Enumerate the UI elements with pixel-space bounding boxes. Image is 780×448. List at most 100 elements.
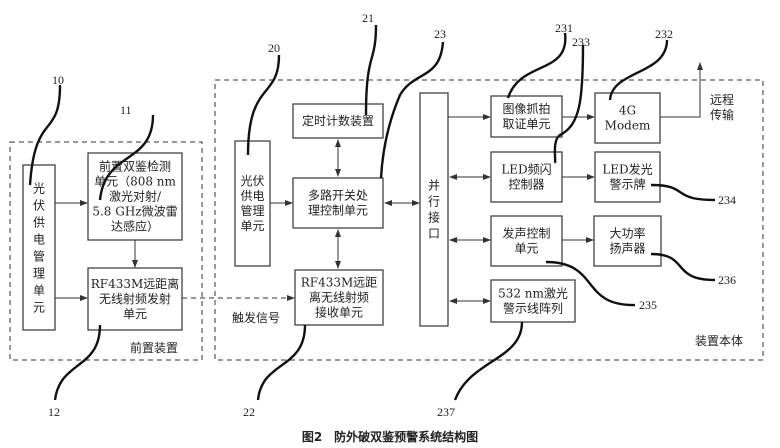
- block-text: 并: [428, 179, 440, 193]
- block-text: 离无线射频: [309, 289, 369, 304]
- reference-number: 234: [718, 193, 736, 207]
- block-text: 取证单元: [502, 117, 550, 131]
- block-text: LED频闪: [501, 162, 551, 176]
- block-frame: [292, 177, 384, 229]
- block-text: 供电: [240, 189, 264, 203]
- block-text: 光伏: [240, 174, 264, 188]
- block-text: RF433M远距离: [91, 276, 180, 291]
- device-body-frame: [214, 79, 764, 361]
- remote-transmission-label-2: 传输: [710, 107, 734, 122]
- reference-number: 235: [639, 298, 657, 312]
- reference-number: 237: [437, 405, 455, 419]
- front-device-label: 前置装置: [130, 340, 178, 355]
- block-text: 定时计数装置: [302, 113, 374, 128]
- reference-number: 22: [243, 405, 255, 419]
- block-text: 4G: [619, 103, 636, 117]
- connectors: [55, 62, 703, 304]
- block-text: 伏: [33, 198, 45, 212]
- block-text: 管: [33, 248, 45, 263]
- block-text: 单元: [240, 219, 264, 233]
- reference-number: 23: [434, 27, 446, 41]
- device-body-label: 装置本体: [695, 334, 743, 348]
- block-text: 多路开关处: [308, 187, 368, 202]
- block-frame: [490, 95, 563, 138]
- block-text: 无线射频发射: [99, 291, 171, 306]
- reference-number: 12: [48, 405, 60, 419]
- block-text: 前置双鉴检测: [99, 158, 171, 173]
- trigger-signal-label: 触发信号: [232, 310, 280, 325]
- reference-number: 20: [268, 41, 280, 55]
- block-text: 扬声器: [609, 240, 645, 255]
- reference-number: 10: [52, 73, 64, 87]
- block-text: 理控制单元: [308, 203, 368, 217]
- reference-number: 233: [572, 35, 590, 49]
- block-text: 532 nm激光: [498, 286, 568, 300]
- block-frame: [22, 164, 56, 331]
- block-text: 电: [33, 232, 45, 246]
- reference-number: 232: [655, 27, 673, 41]
- block-frame: [594, 151, 661, 203]
- reference-leaders: [28, 24, 716, 401]
- block-text: 发声控制: [502, 225, 550, 240]
- remote-transmission-label-1: 远程: [710, 92, 734, 107]
- block-frame: [294, 269, 384, 326]
- block-frame: [87, 152, 183, 241]
- reference-number: 231: [555, 21, 573, 35]
- block-text: 接: [428, 210, 440, 225]
- block-text: 管理: [240, 203, 264, 218]
- block-frame: [87, 267, 183, 331]
- block-text: 单元（808 nm: [94, 174, 176, 188]
- block-text: 图像抓拍: [502, 101, 550, 116]
- block-frame: [490, 215, 563, 267]
- block-text: RF433M远距: [301, 275, 378, 289]
- reference-number: 21: [362, 11, 374, 25]
- block-frame: [234, 140, 271, 267]
- block-text: Modem: [605, 118, 651, 132]
- block-text: 理: [33, 266, 45, 280]
- block-frame: [490, 151, 563, 203]
- block-frame: [594, 92, 661, 144]
- block-timer: 定时计数装置: [292, 103, 384, 139]
- block-text: 接收单元: [315, 304, 363, 319]
- block-frame: [593, 215, 662, 267]
- block-text: 激光对射/: [109, 188, 162, 203]
- block-frame: [490, 279, 576, 323]
- reference-number: 236: [718, 273, 736, 287]
- block-text: 5.8 GHz微波雷: [92, 204, 177, 218]
- block-text: 光: [33, 181, 45, 195]
- block-text: 单: [33, 283, 45, 297]
- block-text: 大功率: [609, 225, 645, 240]
- block-text: 口: [428, 227, 440, 241]
- block-text: 单元: [123, 307, 147, 321]
- block-frame: [419, 92, 449, 327]
- block-text: 控制器: [508, 177, 544, 191]
- reference-number: 11: [120, 103, 132, 117]
- block-text: 供: [33, 215, 45, 229]
- block-text: LED发光: [602, 161, 652, 176]
- block-text: 达感应）: [111, 218, 159, 233]
- block-text: 单元: [514, 241, 538, 255]
- block-text: 警示牌: [609, 176, 645, 191]
- block-text: 警示线阵列: [503, 300, 563, 315]
- block-text: 行: [428, 195, 440, 209]
- block-text: 元: [33, 300, 45, 314]
- front-device-frame: [9, 141, 203, 361]
- figure-caption: 图2 防外破双鉴预警系统结构图: [302, 429, 478, 444]
- block-frame: [292, 103, 384, 139]
